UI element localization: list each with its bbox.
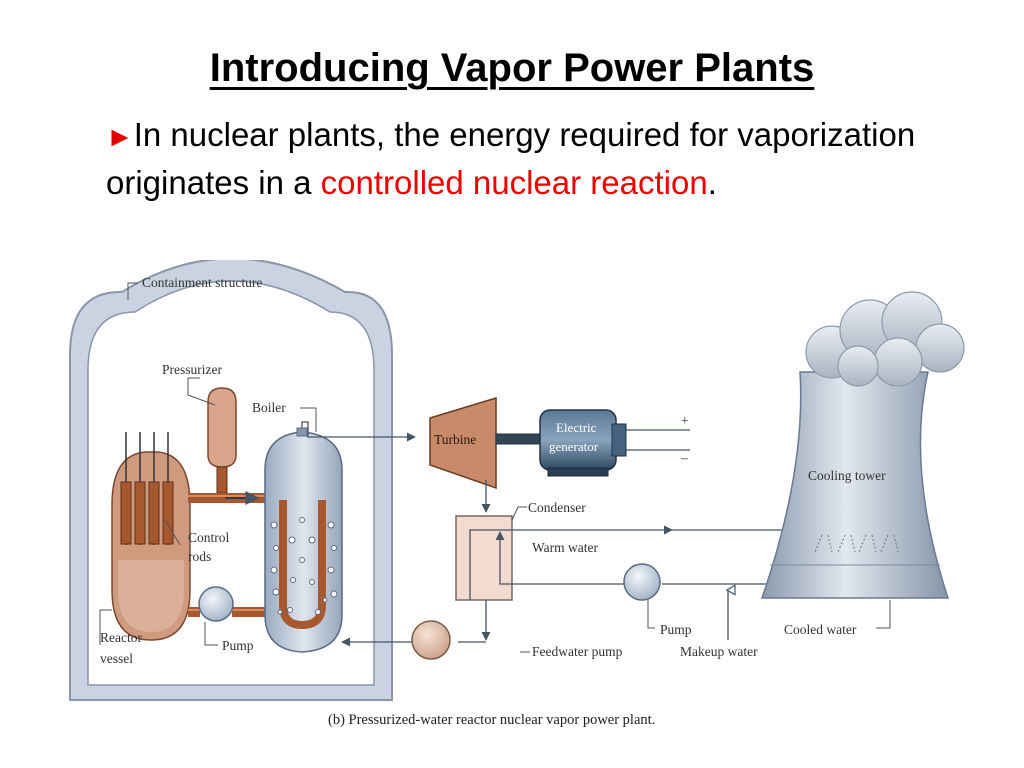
- boiler: [264, 427, 343, 653]
- label-cooling-tower: Cooling tower: [808, 468, 886, 483]
- label-reactor-vessel-1: Reactor: [100, 630, 142, 645]
- label-containment-structure: Containment structure: [142, 275, 262, 290]
- label-generator-2: generator: [549, 439, 599, 454]
- electric-generator: [539, 409, 690, 477]
- label-makeup-water: Makeup water: [680, 644, 758, 659]
- turbine-shaft: [495, 433, 541, 445]
- feedwater-line: [341, 600, 491, 647]
- steam-line: [301, 421, 416, 442]
- bullet-highlight: controlled nuclear reaction: [320, 164, 708, 201]
- feedwater-pump: [411, 620, 451, 660]
- bullet-text: In nuclear plants, the energy required f…: [106, 116, 916, 201]
- label-condenser: Condenser: [528, 500, 586, 515]
- label-warm-water: Warm water: [532, 540, 599, 555]
- label-minus: –: [680, 450, 688, 465]
- label-plus: +: [681, 413, 689, 428]
- label-feedwater-pump: Feedwater pump: [532, 644, 623, 659]
- label-generator-1: Electric: [556, 420, 597, 435]
- pressurizer: [207, 387, 237, 494]
- leader-lines: [99, 282, 891, 653]
- label-turbine: Turbine: [434, 432, 476, 447]
- label-pump-right: Pump: [660, 622, 692, 637]
- label-boiler: Boiler: [252, 400, 286, 415]
- turbine: [429, 396, 497, 490]
- boiler-bubbles: [270, 517, 338, 615]
- vapor-power-plant-diagram: Containment structure Pressurizer Boiler…: [69, 260, 965, 728]
- label-pump-left: Pump: [222, 638, 254, 653]
- label-control-rods-1: Control: [188, 530, 230, 545]
- diagram-caption: (b) Pressurized-water reactor nuclear va…: [328, 712, 655, 728]
- bullet-arrow-icon: ►: [106, 121, 134, 152]
- control-rods: [120, 432, 174, 545]
- reactor-vessel: [111, 451, 191, 641]
- steam-cloud: [805, 291, 965, 387]
- label-reactor-vessel-2: vessel: [100, 651, 133, 666]
- primary-pump: [198, 586, 234, 622]
- cooling-pump: [623, 563, 661, 601]
- label-cooled-water: Cooled water: [784, 622, 857, 637]
- bullet-end: .: [707, 164, 717, 201]
- bullet-point: ►In nuclear plants, the energy required …: [106, 112, 926, 206]
- cooling-spray: [814, 534, 899, 553]
- label-control-rods-2: rods: [188, 549, 211, 564]
- cooling-tower: [760, 371, 950, 599]
- label-pressurizer: Pressurizer: [162, 362, 222, 377]
- condenser: [455, 515, 513, 601]
- slide-title: Introducing Vapor Power Plants: [209, 46, 815, 90]
